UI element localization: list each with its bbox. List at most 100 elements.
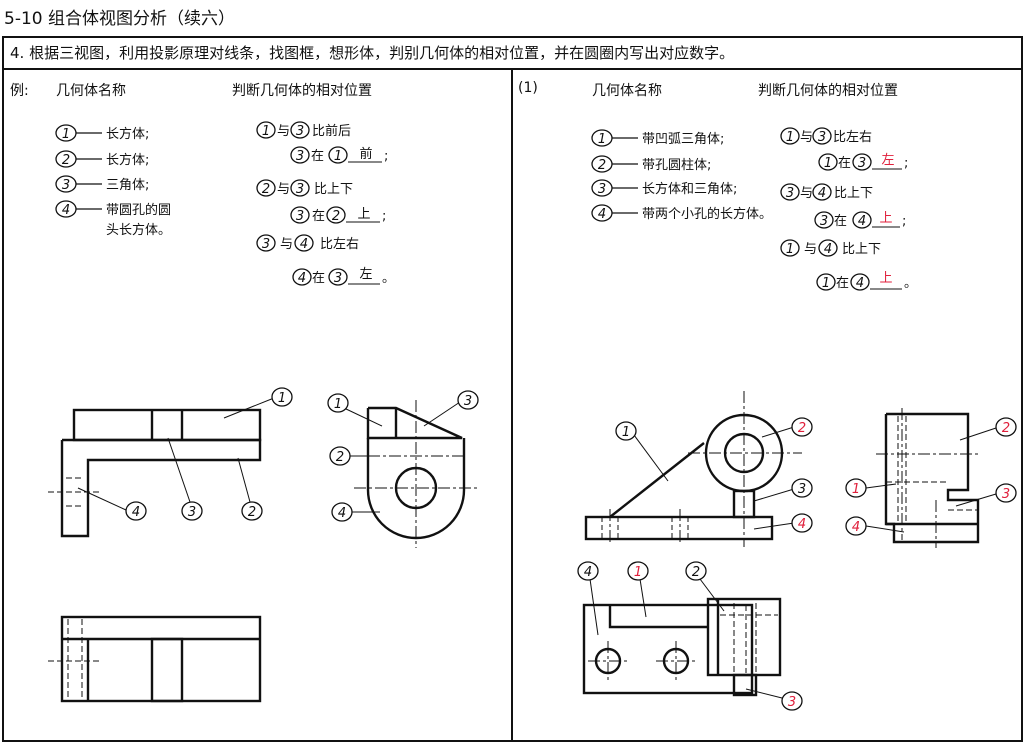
position-num: 4 <box>818 186 826 201</box>
position-num: 2 <box>332 209 340 224</box>
problem-name-text: 带凹弧三角体; <box>642 132 724 147</box>
leader-num: 1 <box>852 482 860 497</box>
position-at: 在 <box>311 149 324 164</box>
position-num: 3 <box>334 271 342 286</box>
example-top-view <box>48 615 262 703</box>
leader-num: 2 <box>1002 421 1010 436</box>
leader-num: 1 <box>622 425 630 440</box>
position-num: 3 <box>296 182 304 197</box>
position-num: 1 <box>262 124 270 139</box>
problem-positions: 1 与 3 比左右 1 在 3 左 ; 3 与 4 比上下 3 在 4 上 ; … <box>780 127 917 291</box>
position-num: 3 <box>818 130 826 145</box>
leader-num: 4 <box>584 565 592 580</box>
leader-num: 3 <box>188 505 196 520</box>
position-num: 3 <box>786 186 794 201</box>
section-title: 5-10 组合体视图分析（续六） <box>4 9 235 29</box>
leader-num: 2 <box>248 505 256 520</box>
position-num: 3 <box>296 209 304 224</box>
position-end: ; <box>384 149 388 164</box>
position-end: ; <box>382 209 386 224</box>
example-name-num: 1 <box>62 127 70 142</box>
leader-num: 3 <box>464 394 472 409</box>
position-end: 。 <box>904 276 917 291</box>
leader-num: 4 <box>338 506 346 521</box>
position-connector: 与 <box>277 124 290 139</box>
example-side-view: 1 3 2 4 <box>327 390 480 548</box>
example-name-num: 3 <box>62 178 70 193</box>
problem-name-num: 2 <box>598 158 606 173</box>
example-name-text: 长方体; <box>106 152 149 168</box>
position-compare: 比左右 <box>833 130 872 145</box>
leader-num: 3 <box>798 482 806 497</box>
task-instruction: 4. 根据三视图，利用投影原理对线条，找图框，想形体，判别几何体的相对位置，并在… <box>10 44 735 62</box>
position-num: 3 <box>296 149 304 164</box>
leader-num: 4 <box>132 505 140 520</box>
problem-names-list: 1 2 3 4 带凹弧三角体; 带孔圆柱体; 长方体和三角体; 带两个小孔的长方… <box>591 129 772 222</box>
leader-num: 2 <box>336 450 344 465</box>
leader-num: 1 <box>634 565 642 580</box>
position-at: 在 <box>312 271 325 286</box>
position-compare: 比左右 <box>320 237 359 252</box>
position-answer: 上 <box>879 271 892 286</box>
leader-num: 3 <box>788 695 796 710</box>
example-name-text: 长方体; <box>106 126 149 142</box>
example-name-num: 2 <box>62 153 70 168</box>
example-name-text-line2: 头长方体。 <box>106 222 171 238</box>
problem-positions-header: 判断几何体的相对位置 <box>758 83 898 99</box>
position-num: 1 <box>334 149 342 164</box>
position-num: 4 <box>856 276 864 291</box>
position-num: 1 <box>786 130 794 145</box>
position-compare: 比上下 <box>842 242 881 257</box>
position-num: 4 <box>300 237 308 252</box>
example-label: 例: <box>10 83 29 99</box>
example-names-header: 几何体名称 <box>56 83 126 99</box>
leader-num: 4 <box>798 517 806 532</box>
example-positions-header: 判断几何体的相对位置 <box>232 83 372 99</box>
problem-name-text: 带两个小孔的长方体。 <box>642 206 772 222</box>
example-name-text: 三角体; <box>106 178 149 193</box>
position-compare: 比前后 <box>312 123 351 139</box>
position-connector: 与 <box>800 186 813 201</box>
leader-num: 2 <box>798 421 806 436</box>
position-answer: 左 <box>881 153 894 168</box>
position-num: 1 <box>786 242 794 257</box>
problem-top-view: 4 1 2 3 <box>577 561 803 711</box>
position-answer: 前 <box>359 146 372 162</box>
problem-label: (1) <box>518 80 538 96</box>
example-name-text: 带圆孔的圆 <box>106 202 171 218</box>
position-at: 在 <box>838 156 851 171</box>
position-num: 4 <box>858 214 866 229</box>
position-num: 4 <box>298 271 306 286</box>
position-num: 1 <box>822 276 830 291</box>
position-connector: 与 <box>277 182 290 197</box>
problem-name-text: 长方体和三角体; <box>642 181 737 197</box>
position-end: ; <box>902 214 906 229</box>
leader-num: 1 <box>278 391 286 406</box>
example-names-list: 1 2 3 4 长方体; 长方体; 三角体; 带圆孔的圆 头长方体。 <box>55 124 171 238</box>
position-num: 1 <box>824 156 832 171</box>
leader-num: 4 <box>852 520 860 535</box>
position-answer: 上 <box>357 207 370 222</box>
problem-name-num: 3 <box>598 182 606 197</box>
position-connector: 与 <box>800 130 813 145</box>
position-num: 3 <box>858 156 866 171</box>
panel-divider <box>511 68 513 742</box>
position-compare: 比上下 <box>314 182 353 197</box>
problem-name-text: 带孔圆柱体; <box>642 158 711 173</box>
position-end: 。 <box>382 271 395 286</box>
example-front-view: 1 4 3 2 <box>48 387 293 538</box>
problem-name-num: 4 <box>598 207 606 222</box>
leader-num: 2 <box>692 565 700 580</box>
position-at: 在 <box>834 214 847 229</box>
problem-names-header: 几何体名称 <box>592 83 662 99</box>
position-connector: 与 <box>280 237 293 252</box>
example-name-num: 4 <box>62 203 70 218</box>
position-at: 在 <box>836 276 849 291</box>
problem-side-view: 2 1 3 4 <box>845 408 1017 548</box>
problem-front-view: 1 2 3 4 <box>584 391 813 547</box>
position-answer: 上 <box>879 211 892 226</box>
example-positions: 1 与 3 比前后 3 在 1 前 ; 2 与 3 比上下 3 在 2 上 ; … <box>256 121 395 286</box>
position-connector: 与 <box>804 242 817 257</box>
position-num: 2 <box>262 182 270 197</box>
position-at: 在 <box>312 209 325 224</box>
